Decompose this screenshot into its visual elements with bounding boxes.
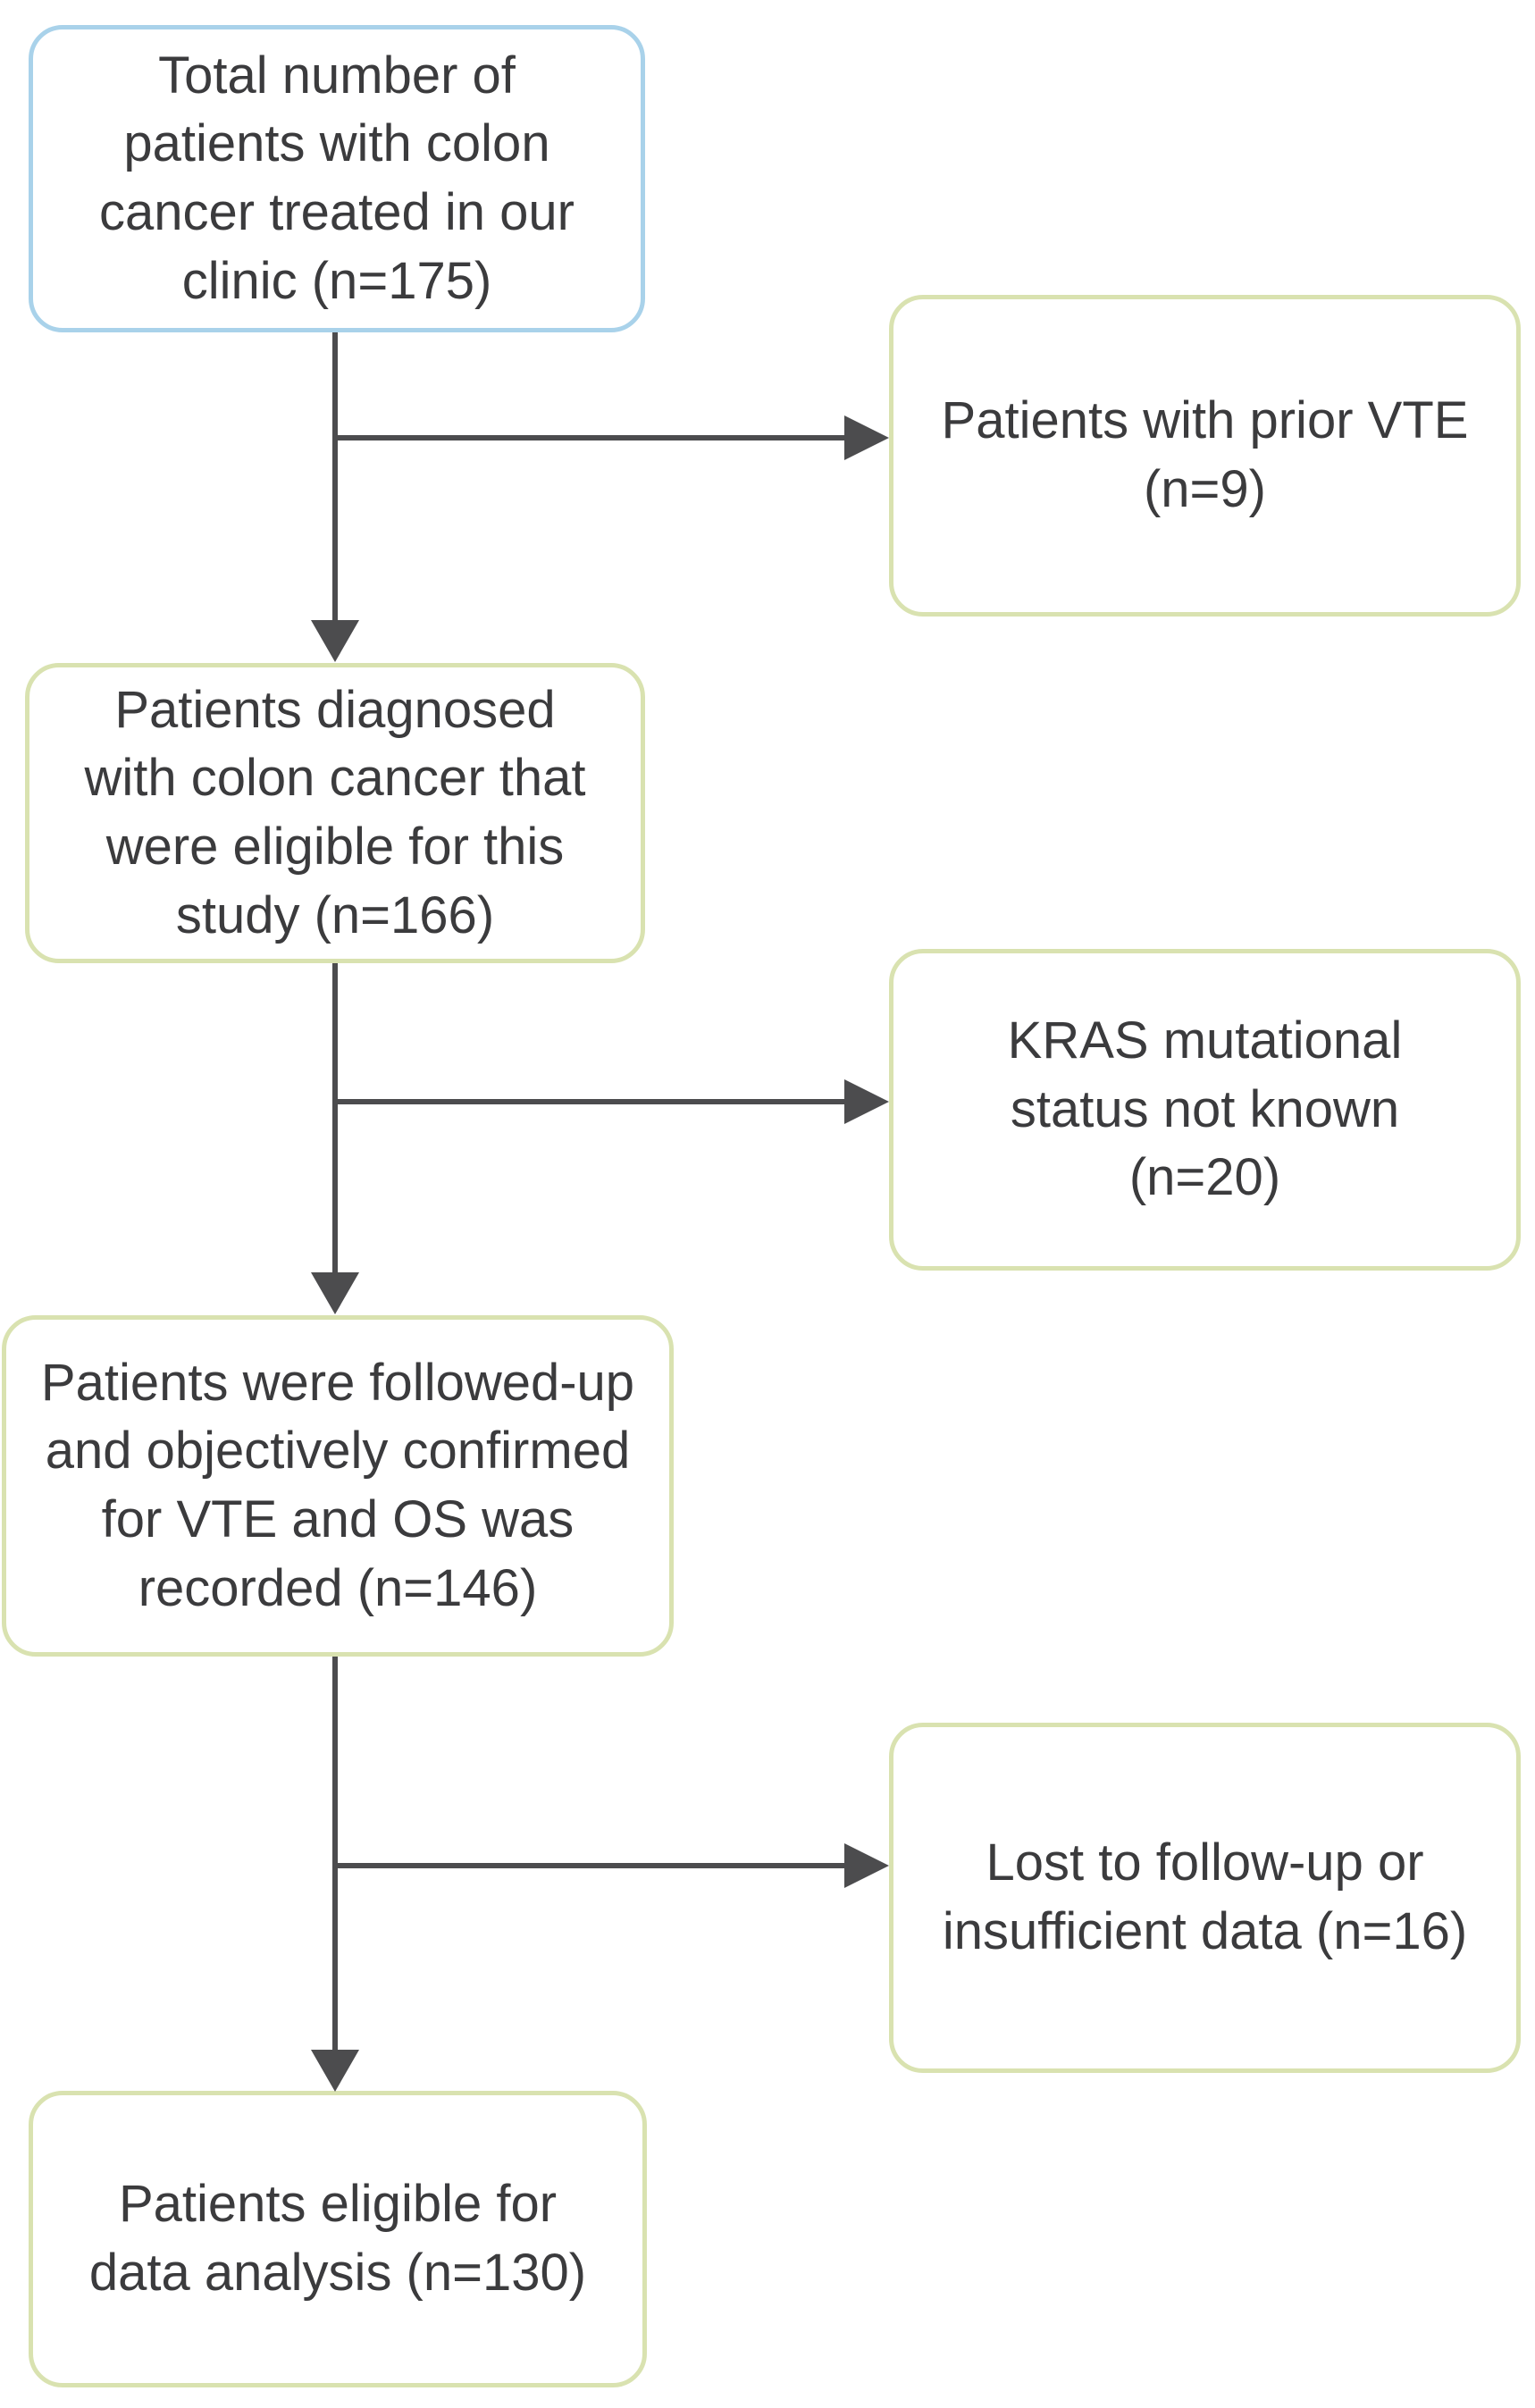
node-label: KRAS mutational status not known (n=20) (1007, 1011, 1403, 1207)
connector-line (335, 1863, 846, 1868)
arrowhead-right-icon (844, 415, 889, 460)
connector-line (335, 1099, 846, 1104)
arrowhead-down-icon (311, 620, 359, 662)
connector-line (332, 332, 338, 622)
node-label: Total number of patients with colon canc… (99, 46, 575, 310)
arrowhead-down-icon (311, 2050, 359, 2092)
node-label: Patients diagnosed with colon cancer tha… (84, 680, 586, 944)
node-lost-followup-excluded: Lost to follow-up or insufficient data (… (889, 1723, 1521, 2073)
node-label: Patients with prior VTE (n=9) (941, 391, 1469, 518)
node-final-analysis: Patients eligible for data analysis (n=1… (29, 2091, 647, 2387)
connector-line (335, 435, 846, 440)
node-total-patients: Total number of patients with colon canc… (29, 25, 645, 332)
arrowhead-right-icon (844, 1079, 889, 1124)
node-eligible-patients: Patients diagnosed with colon cancer tha… (25, 663, 645, 963)
arrowhead-down-icon (311, 1272, 359, 1314)
arrowhead-right-icon (844, 1843, 889, 1888)
node-label: Patients eligible for data analysis (n=1… (88, 2175, 587, 2302)
node-prior-vte-excluded: Patients with prior VTE (n=9) (889, 295, 1521, 617)
connector-line (332, 963, 338, 1274)
connector-line (332, 1657, 338, 2051)
node-label: Lost to follow-up or insufficient data (… (942, 1833, 1468, 1960)
node-followed-up-patients: Patients were followed-up and objectivel… (2, 1315, 674, 1657)
node-label: Patients were followed-up and objectivel… (40, 1353, 635, 1617)
node-kras-unknown-excluded: KRAS mutational status not known (n=20) (889, 949, 1521, 1271)
